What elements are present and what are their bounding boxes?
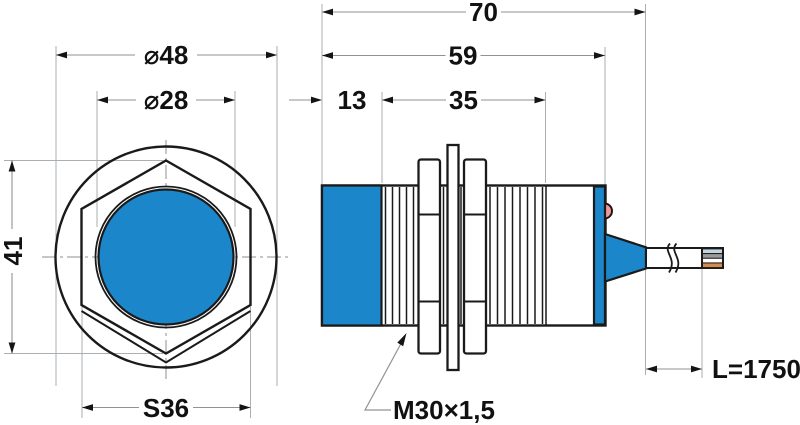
cable-break-icon	[666, 242, 680, 273]
face-diameter-label: ⌀28	[144, 85, 189, 115]
sensing-face-side	[320, 184, 383, 327]
dimension-outer-diameter: ⌀48	[56, 40, 277, 70]
dimension-thread-length: 35	[382, 85, 546, 115]
dimension-wrench-size: S36	[82, 393, 251, 423]
front-length-label: 13	[338, 85, 367, 115]
end-cap-band	[592, 185, 607, 326]
cable-length-label: L=1750	[712, 354, 800, 384]
wire-ends	[701, 247, 724, 269]
dimension-nut-height: 41	[0, 160, 28, 354]
dimension-body-length: 59	[322, 41, 605, 71]
side-view: 70 59 13 35 L=1750	[289, 0, 800, 425]
cable-gland	[603, 232, 648, 284]
dimension-total-length: 70	[322, 0, 646, 27]
wire-gray	[703, 254, 722, 258]
mounting-washer	[446, 143, 460, 372]
hex-nut-1	[417, 158, 442, 355]
nut-height-label: 41	[0, 237, 28, 266]
hex-nut-chamfer-edge	[80, 310, 252, 364]
body-length-label: 59	[449, 41, 478, 71]
outer-diameter-label: ⌀48	[144, 40, 189, 70]
bezel-ring	[94, 185, 238, 329]
front-extension-lines	[4, 46, 278, 418]
thread-lines	[384, 186, 547, 325]
hex-nut-front-outline	[80, 159, 252, 355]
front-view: ⌀48 ⌀28 41 S36	[0, 40, 291, 423]
hex-nut-2	[462, 158, 488, 355]
sensing-face-front	[97, 188, 235, 326]
wire-blue	[703, 249, 722, 253]
total-length-label: 70	[469, 0, 498, 27]
dimension-cable-length: L=1750	[646, 354, 800, 384]
thread-spec-callout: M30×1,5	[363, 333, 495, 425]
wire-white	[703, 258, 722, 263]
dimension-face-diameter: ⌀28	[97, 85, 235, 115]
wrench-size-label: S36	[143, 393, 189, 423]
dimension-front-length: 13	[289, 85, 366, 115]
thread-length-label: 35	[449, 85, 478, 115]
side-extension-lines	[321, 4, 703, 378]
wire-brown	[703, 263, 722, 268]
thread-spec-label: M30×1,5	[393, 395, 495, 425]
washer-outer-circle	[54, 145, 278, 369]
